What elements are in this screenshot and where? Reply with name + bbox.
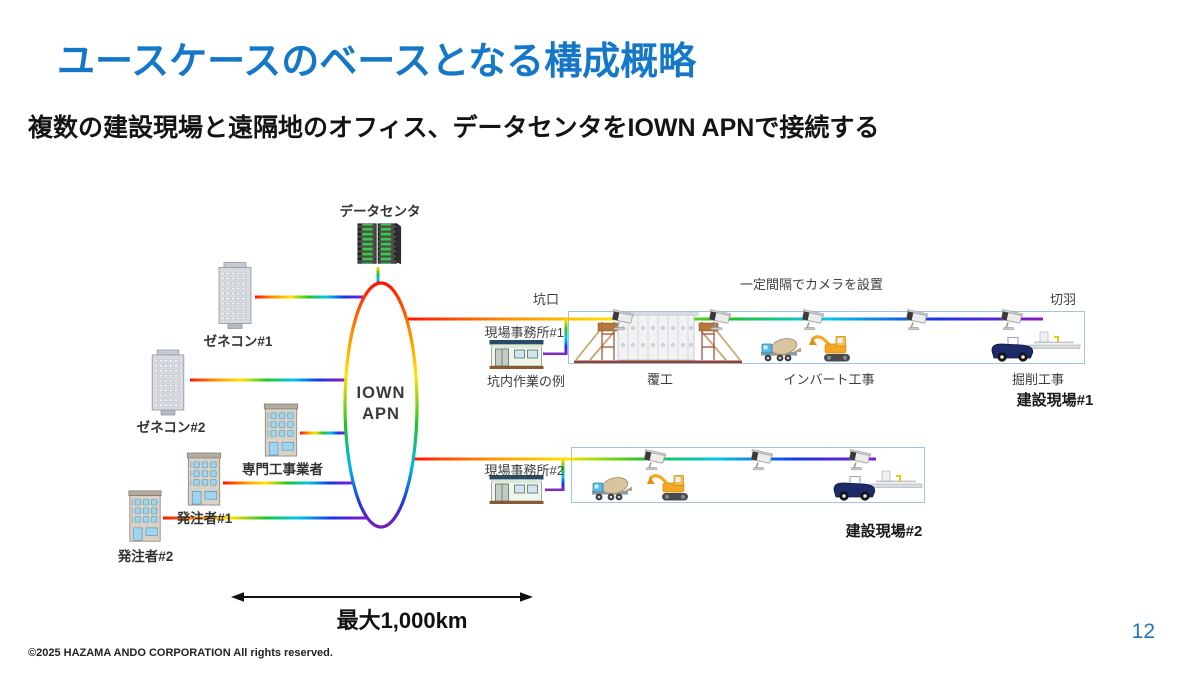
excavator-icon xyxy=(808,331,858,363)
office-label-owner2: 発注者#2 xyxy=(117,549,174,564)
office-label-owner1: 発注者#1 xyxy=(176,511,233,526)
office-tower-icon xyxy=(215,261,255,330)
max-distance-label: 最大1,000km xyxy=(336,608,468,633)
drill-jumbo-icon xyxy=(830,468,925,502)
office-tower-icon xyxy=(148,349,188,416)
site-office1-label: 現場事務所#1 xyxy=(484,325,564,340)
office-label-genecon1: ゼネコン#1 xyxy=(203,334,273,349)
invert-label: インバート工事 xyxy=(783,372,875,387)
lining-label: 覆工 xyxy=(646,372,673,387)
page-subtitle: 複数の建設現場と遠隔地のオフィス、データセンタをIOWN APNで接続する xyxy=(28,114,880,142)
office-label-contractor: 専門工事業者 xyxy=(242,462,323,477)
mixer-truck-icon xyxy=(591,476,635,503)
cctv-camera-icon xyxy=(903,309,931,333)
mixer-truck-icon xyxy=(760,337,804,364)
cctv-camera-icon xyxy=(609,309,637,333)
excavator-icon xyxy=(646,470,696,502)
excavation-label: 掘削工事 xyxy=(1011,372,1064,387)
portal-label: 坑口 xyxy=(532,292,559,307)
page-number: 12 xyxy=(1131,620,1155,643)
camera-note-label: 一定間隔でカメラを設置 xyxy=(740,277,884,292)
face-label: 切羽 xyxy=(1049,292,1076,307)
core-line2: APN xyxy=(362,404,400,423)
site-office2-label: 現場事務所#2 xyxy=(484,463,564,478)
office-label-genecon2: ゼネコン#2 xyxy=(136,420,206,435)
office-building-icon xyxy=(261,403,301,458)
iown-apn-core-label: IOWN APN xyxy=(343,383,419,424)
page-title: ユースケースのベースとなる構成概略 xyxy=(57,41,697,83)
site-office-icon xyxy=(488,338,545,370)
site2-name-label: 建設現場#2 xyxy=(845,523,923,540)
office-building-icon xyxy=(184,452,224,507)
office-building-icon xyxy=(126,489,164,544)
cctv-camera-icon xyxy=(799,309,827,333)
drill-jumbo-icon xyxy=(988,329,1083,363)
cctv-camera-icon xyxy=(706,309,734,333)
tunnel-example-label: 坑内作業の例 xyxy=(486,374,565,389)
server-rack-icon xyxy=(356,221,402,267)
cctv-camera-icon xyxy=(748,449,776,473)
copyright-footer: ©2025 HAZAMA ANDO CORPORATION All rights… xyxy=(28,647,333,659)
core-line1: IOWN xyxy=(356,384,406,402)
site1-name-label: 建設現場#1 xyxy=(1016,392,1094,409)
datacenter-label: データセンタ xyxy=(339,204,421,219)
